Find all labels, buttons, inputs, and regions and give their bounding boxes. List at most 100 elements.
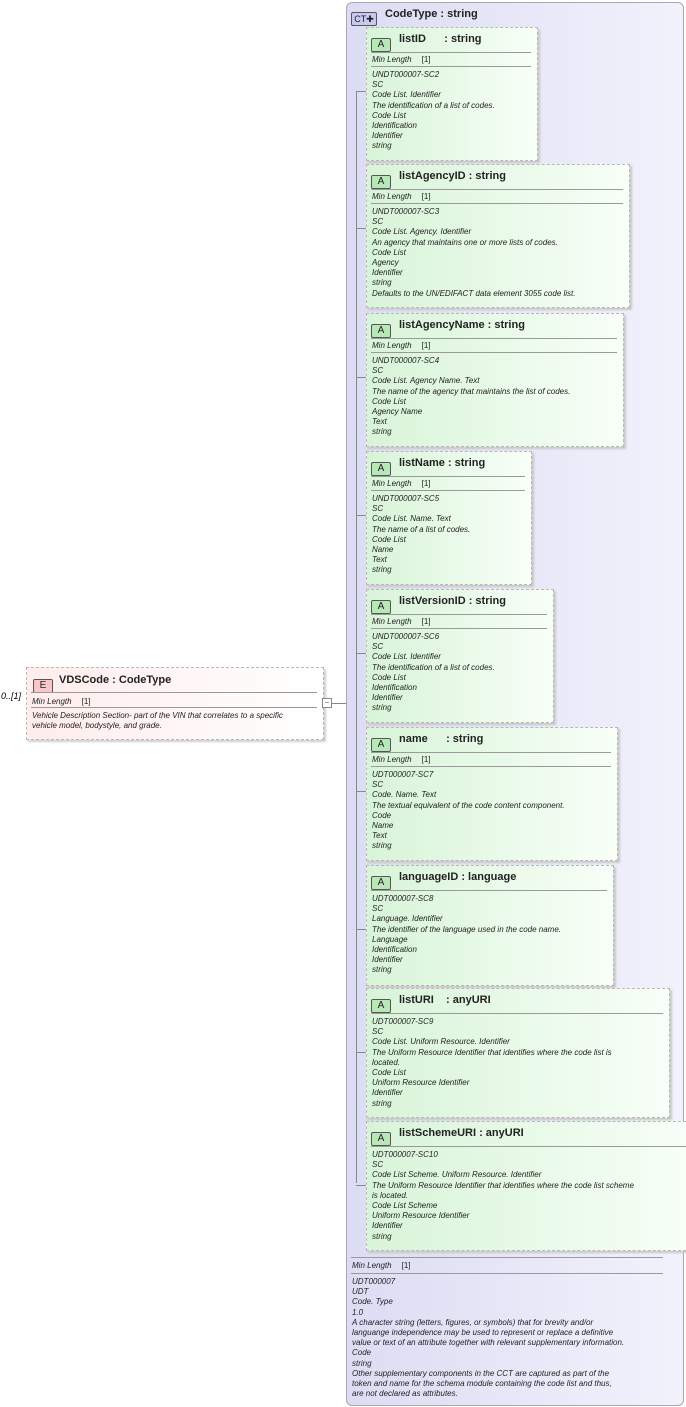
attribute-facet: Min Length[1] <box>372 192 431 201</box>
doc-line: SC <box>372 217 384 227</box>
doc-line: UDT000007-SC9 <box>372 1017 434 1026</box>
doc-line: Identifier <box>372 1221 403 1231</box>
facet-value: [1] <box>421 479 431 488</box>
doc-line: Agency <box>372 258 399 268</box>
element-facet: Min Length [1] <box>32 697 91 706</box>
facet-value: [1] <box>81 697 91 706</box>
attribute-badge: A <box>371 175 391 189</box>
doc-line: SC <box>372 780 384 790</box>
divider <box>371 490 525 491</box>
doc-line: The name of the agency that maintains th… <box>372 386 571 396</box>
attribute-badge: A <box>371 324 391 338</box>
divider <box>371 203 623 204</box>
doc-line: The Uniform Resource Identifier that ide… <box>372 1180 634 1190</box>
doc-line: string <box>372 141 392 151</box>
attribute-title: languageID : language <box>399 871 517 883</box>
occurrence-label: 0..[1] <box>1 691 22 701</box>
doc-line: UDT000007-SC8 <box>372 894 434 903</box>
doc-line: Code List. Agency. Identifier <box>372 227 472 237</box>
doc-line: Code List <box>372 672 406 682</box>
attribute-branch <box>356 1185 366 1186</box>
attribute-badge: A <box>371 999 391 1013</box>
doc-line: UNDT000007-SC5 <box>372 494 440 503</box>
doc-line: languange independence may be used to re… <box>352 1328 614 1338</box>
doc-line: Code <box>352 1348 372 1358</box>
doc-line: Identifier <box>372 131 403 141</box>
doc-line: Name <box>372 821 394 831</box>
attribute-branch <box>356 1052 366 1053</box>
attribute-title: listID : string <box>399 33 482 45</box>
doc-line: Name <box>372 545 394 555</box>
attribute-branch <box>356 929 366 930</box>
attribute-facet: Min Length[1] <box>372 617 431 626</box>
doc-line: Code List <box>372 396 406 406</box>
doc-line: string <box>372 278 392 288</box>
attribute-title: listURI : anyURI <box>399 994 491 1006</box>
attribute-badge-wrap: A <box>371 1128 391 1146</box>
doc-line: SC <box>372 1160 384 1170</box>
attribute-badge-wrap: A <box>371 458 391 476</box>
doc-line: Identification <box>372 121 417 131</box>
divider <box>371 890 607 891</box>
doc-line: The Uniform Resource Identifier that ide… <box>372 1047 612 1057</box>
doc-line: Language <box>372 934 408 944</box>
attribute-title: listVersionID : string <box>399 595 506 607</box>
facet-label: Min Length <box>372 341 412 350</box>
doc-line: string <box>372 841 392 851</box>
doc-line: are not declared as attributes. <box>352 1389 458 1399</box>
doc-line: Code List. Agency Name. Text <box>372 376 480 386</box>
divider <box>371 66 531 67</box>
doc-line: Identification <box>372 945 417 955</box>
doc-line: UDT000007 <box>352 1277 396 1286</box>
doc-line: Code. Type <box>352 1297 393 1307</box>
doc-line: The name of a list of codes. <box>372 524 471 534</box>
attribute-badge: A <box>371 876 391 890</box>
doc-line: UNDT000007-SC6 <box>372 632 440 641</box>
doc-line: Code List <box>372 110 406 120</box>
attribute-branch <box>356 91 366 92</box>
doc-line: Other supplementary components in the CC… <box>352 1368 610 1378</box>
attribute-badge: A <box>371 1132 391 1146</box>
doc-line: Code List <box>372 534 406 544</box>
doc-line: Code. Name. Text <box>372 790 437 800</box>
doc-line: Agency Name <box>372 407 423 417</box>
doc-line: string <box>372 427 392 437</box>
element-title: VDSCode : CodeType <box>59 674 172 686</box>
attribute-badge: A <box>371 738 391 752</box>
facet-value: [1] <box>421 192 431 201</box>
doc-line: string <box>352 1358 372 1368</box>
doc-line: Code List Scheme <box>372 1201 438 1211</box>
divider <box>371 52 531 53</box>
doc-line: string <box>372 1231 392 1241</box>
attribute-branch <box>356 377 366 378</box>
facet-label: Min Length <box>32 697 72 706</box>
doc-line: Defaults to the UN/EDIFACT data element … <box>372 288 576 298</box>
facet-label: Min Length <box>352 1261 392 1270</box>
facet-value: [1] <box>421 755 431 764</box>
doc-line: Identifier <box>372 1088 403 1098</box>
facet-value: [1] <box>401 1261 411 1270</box>
doc-line: Identifier <box>372 693 403 703</box>
attribute-branch <box>356 653 366 654</box>
doc-line: value or text of an attribute together w… <box>352 1338 625 1348</box>
collapse-toggle[interactable]: − <box>322 698 332 708</box>
doc-line: string <box>372 1098 392 1108</box>
doc-line: vehicle model, bodystyle, and grade. <box>32 721 162 731</box>
divider <box>371 614 547 615</box>
attribute-connector <box>356 91 357 1183</box>
doc-line: UNDT000007-SC2 <box>372 70 440 79</box>
element-box[interactable]: E VDSCode : CodeType Min Length[1] Vehic… <box>26 667 324 740</box>
attribute-badge-wrap: A <box>371 995 391 1013</box>
